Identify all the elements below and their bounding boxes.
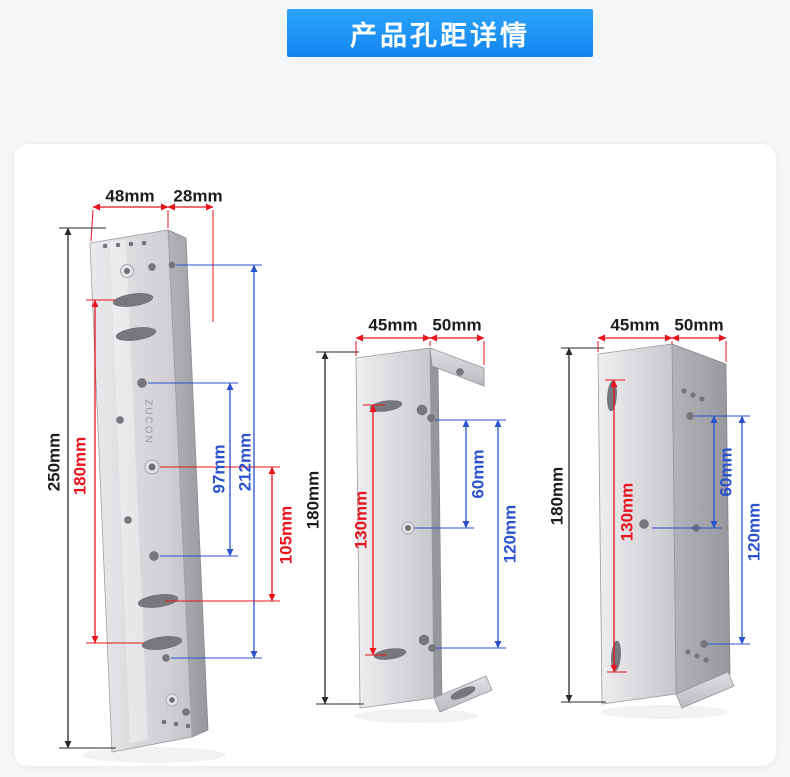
middle-total-height-dim: 180mm (303, 470, 323, 530)
left-bracket-drawing (89, 229, 209, 753)
right-hole-gap-dim: 60mm (716, 447, 736, 497)
left-hole-span-inner-dim: 97mm (209, 444, 229, 494)
page-title-banner: 产品孔距详情 (287, 9, 593, 57)
left-face-width-dim: 48mm (105, 186, 155, 206)
middle-bracket-drawing (355, 347, 493, 713)
brand-watermark: ZUCON (142, 399, 154, 445)
right-slot-span-dim: 130mm (617, 482, 637, 542)
middle-face-width-dim: 45mm (368, 315, 418, 335)
left-slot-span-dim: 105mm (276, 505, 296, 565)
left-bracket-dimensions (59, 203, 280, 749)
right-total-height-dim: 180mm (547, 466, 567, 526)
middle-slot-span-dim: 130mm (351, 490, 371, 550)
right-hole-span-dim: 120mm (744, 502, 764, 562)
diagram-card: 48mm 28mm 250mm 180mm 97mm 212mm 105mm Z… (14, 144, 776, 766)
right-face-width-dim: 45mm (610, 315, 660, 335)
middle-hole-span-dim: 120mm (500, 504, 520, 564)
left-hole-span-outer-dim: 212mm (235, 432, 255, 492)
page-title: 产品孔距详情 (350, 20, 530, 51)
right-flange-width-dim: 50mm (674, 315, 724, 335)
left-inner-height-dim: 180mm (70, 436, 90, 496)
right-bracket-dimensions (561, 334, 750, 703)
middle-flange-width-dim: 50mm (432, 315, 482, 335)
left-total-height-dim: 250mm (44, 432, 64, 492)
bracket-diagram (59, 203, 750, 763)
middle-bracket-dimensions (316, 334, 506, 705)
middle-hole-gap-dim: 60mm (468, 449, 488, 499)
left-flange-width-dim: 28mm (173, 186, 223, 206)
